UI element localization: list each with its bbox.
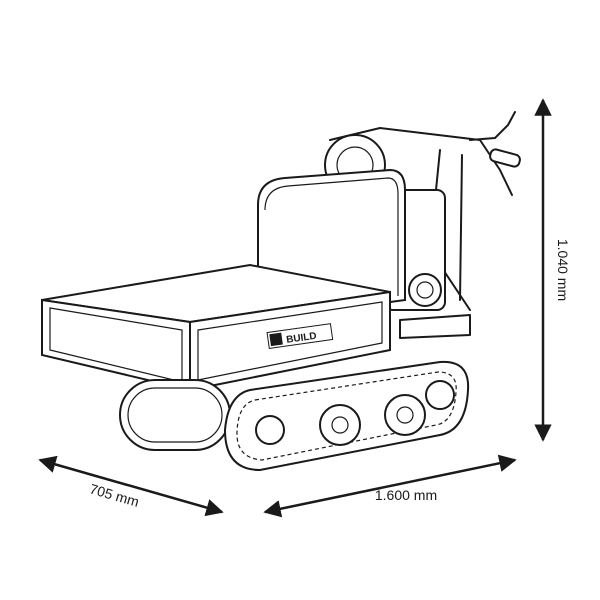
length-dimension-label: 1.600 mm — [375, 487, 437, 503]
idler-wheel — [255, 415, 285, 445]
track-rear — [119, 379, 231, 451]
road-wheel — [384, 394, 426, 436]
depth-dimension-arrow — [38, 455, 224, 517]
pulley — [408, 273, 442, 307]
logo-text: BUILD — [286, 331, 318, 346]
handle-grip — [489, 148, 521, 168]
height-dimension-label: 1.040 mm — [555, 239, 571, 301]
drive-sprocket — [425, 380, 455, 410]
foot-plate — [399, 314, 471, 339]
road-wheel — [319, 404, 361, 446]
handlebar-upper — [469, 111, 516, 141]
length-dimension-arrow — [263, 454, 517, 518]
depth-dimension-label: 705 mm — [88, 481, 141, 510]
build-logo: BUILD — [266, 323, 334, 349]
dumper-machine: BUILD — [41, 111, 521, 472]
